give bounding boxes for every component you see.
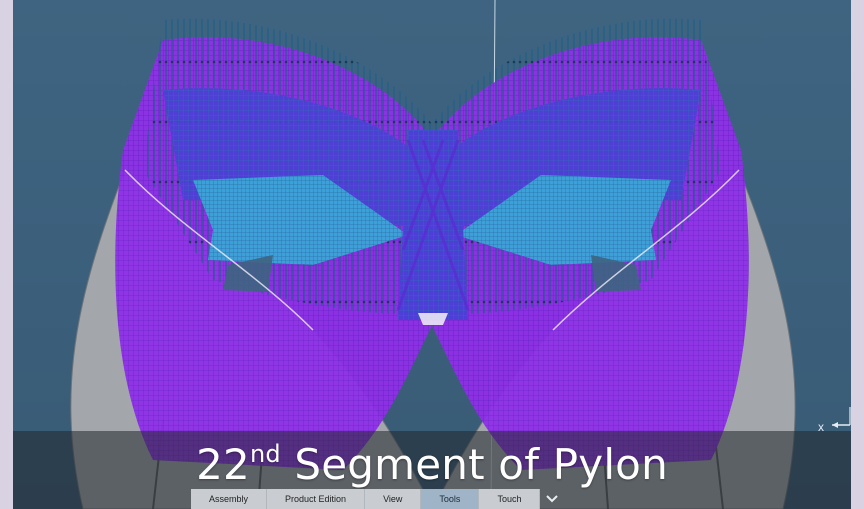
segment-caption: 22nd Segment of Pylon: [0, 440, 864, 489]
mesh-center-lattice: [398, 130, 468, 320]
mesh-right-inner: [456, 175, 671, 265]
compass-axis-icon[interactable]: [830, 403, 860, 443]
mesh-left-inner: [193, 175, 408, 265]
tab-tools[interactable]: Tools: [421, 489, 480, 509]
caption-ordinal-suffix: nd: [249, 440, 281, 468]
tab-assembly[interactable]: Assembly: [191, 489, 268, 509]
tab-touch[interactable]: Touch: [479, 489, 541, 509]
axis-x-label: x: [818, 420, 824, 434]
caption-text: Segment of Pylon: [280, 440, 668, 489]
caption-number: 22: [196, 440, 250, 489]
3d-viewport[interactable]: [13, 0, 851, 509]
pylon-segment-model[interactable]: [13, 0, 851, 509]
chevron-down-icon[interactable]: [540, 489, 564, 509]
bottom-toolbar: Assembly Product Edition View Tools Touc…: [191, 489, 564, 509]
tab-view[interactable]: View: [365, 489, 422, 509]
tab-product-edition[interactable]: Product Edition: [267, 489, 366, 509]
